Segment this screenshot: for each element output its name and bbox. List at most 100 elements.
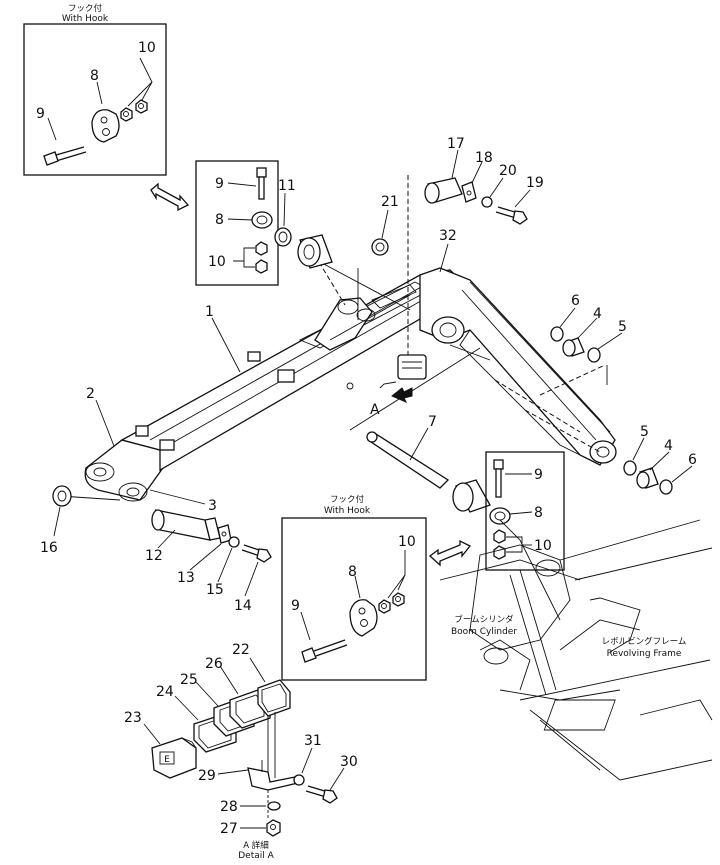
lamp-on-boom bbox=[379, 354, 427, 389]
boom-cylinder-en: Boom Cylinder bbox=[451, 627, 517, 637]
callout-23: 23 bbox=[124, 710, 142, 726]
nuts-10-set bbox=[255, 241, 268, 274]
inset-pin-set bbox=[195, 160, 279, 286]
pin-7 bbox=[366, 431, 450, 489]
lock-plate-18 bbox=[461, 181, 477, 203]
pin-17 bbox=[424, 177, 463, 204]
inset-middle-en: With Hook bbox=[324, 506, 371, 516]
callout-4-upper: 4 bbox=[593, 306, 602, 322]
callout-9-right: 9 bbox=[534, 467, 543, 483]
bolt-9-middle bbox=[301, 639, 348, 663]
bolt-9-set bbox=[256, 167, 267, 200]
pin-12 bbox=[151, 509, 221, 541]
callout-9-middle: 9 bbox=[291, 598, 300, 614]
washer-15 bbox=[228, 536, 240, 548]
callout-28: 28 bbox=[220, 799, 238, 815]
callout-20: 20 bbox=[499, 163, 517, 179]
inset-top-left: フック付 With Hook bbox=[23, 3, 167, 176]
callout-numbers: 10 8 9 9 8 10 11 21 17 18 20 19 32 6 4 5… bbox=[36, 40, 697, 837]
callout-10-middle: 10 bbox=[398, 534, 416, 550]
callout-19: 19 bbox=[526, 175, 544, 191]
nuts-10-middle bbox=[378, 592, 405, 614]
revolving-frame-en: Revolving Frame bbox=[607, 649, 682, 659]
callout-25: 25 bbox=[180, 672, 198, 688]
callout-10-set: 10 bbox=[208, 254, 226, 270]
callout-24: 24 bbox=[156, 684, 174, 700]
inset-top-left-en: With Hook bbox=[62, 14, 109, 24]
callout-30: 30 bbox=[340, 754, 358, 770]
callout-9-inset: 9 bbox=[36, 106, 45, 122]
callout-16: 16 bbox=[40, 540, 58, 556]
double-arrow-top bbox=[150, 182, 190, 212]
hook-plate-8-middle bbox=[349, 599, 378, 637]
detail-a: E bbox=[143, 657, 345, 861]
callout-4-lower: 4 bbox=[664, 438, 673, 454]
collar-8-set bbox=[251, 211, 273, 229]
view-arrow-a: A bbox=[370, 387, 413, 418]
callout-21: 21 bbox=[381, 194, 399, 210]
bushing-11 bbox=[274, 227, 292, 247]
revolving-frame-jp: レボルビングフレーム bbox=[602, 636, 687, 647]
washer-31 bbox=[293, 774, 305, 786]
lamp-glyph: E bbox=[164, 755, 170, 765]
right-parts-lower bbox=[623, 460, 673, 495]
boom-assembly bbox=[84, 267, 617, 502]
revolving-frame-sketch bbox=[439, 519, 713, 781]
callout-9-set: 9 bbox=[215, 176, 224, 192]
inset-middle-jp: フック付 bbox=[330, 494, 365, 505]
callout-13: 13 bbox=[177, 570, 195, 586]
bolt-30 bbox=[305, 785, 338, 804]
callout-11: 11 bbox=[278, 178, 296, 194]
callout-17: 17 bbox=[447, 136, 465, 152]
boom-cylinder-jp: ブームシリンダ bbox=[454, 614, 514, 625]
inset-pin-set-right bbox=[485, 451, 565, 571]
pin-sleeve-upper bbox=[297, 234, 333, 269]
washer-21 bbox=[371, 238, 389, 256]
callout-2: 2 bbox=[86, 386, 95, 402]
callout-3: 3 bbox=[208, 498, 217, 514]
callout-10-inset: 10 bbox=[138, 40, 156, 56]
callout-6-upper: 6 bbox=[571, 293, 580, 309]
bolt-9-inset bbox=[43, 146, 87, 166]
callout-14: 14 bbox=[234, 598, 252, 614]
callout-27: 27 bbox=[220, 821, 238, 837]
callout-18: 18 bbox=[475, 150, 493, 166]
lamp-23: E bbox=[151, 737, 197, 779]
callout-5-lower: 5 bbox=[640, 424, 649, 440]
hook-plate-8-inset bbox=[91, 109, 120, 143]
double-arrow-mid bbox=[428, 539, 472, 567]
callout-15: 15 bbox=[206, 582, 224, 598]
washer-16 bbox=[52, 485, 72, 507]
callout-29: 29 bbox=[198, 768, 216, 784]
inset-middle: フック付 With Hook bbox=[281, 494, 427, 681]
callout-32: 32 bbox=[439, 228, 457, 244]
callout-8-inset: 8 bbox=[90, 68, 99, 84]
callout-8-set: 8 bbox=[215, 212, 224, 228]
nuts-10-inset bbox=[120, 99, 148, 122]
callout-8-right: 8 bbox=[534, 505, 543, 521]
callout-22: 22 bbox=[232, 642, 250, 658]
callout-6-lower: 6 bbox=[688, 452, 697, 468]
washer-28 bbox=[267, 801, 281, 811]
callout-1: 1 bbox=[205, 304, 214, 320]
detail-a-en: Detail A bbox=[238, 851, 274, 861]
detail-a-jp: A 詳細 bbox=[243, 840, 269, 851]
callout-8-middle: 8 bbox=[348, 564, 357, 580]
pin-sleeve-lower bbox=[452, 479, 491, 513]
callout-7: 7 bbox=[428, 414, 437, 430]
inset-top-left-jp: フック付 bbox=[68, 3, 103, 14]
view-marker-a: A bbox=[370, 402, 380, 418]
right-parts-upper bbox=[550, 326, 601, 363]
bolt-14 bbox=[241, 544, 272, 563]
callout-26: 26 bbox=[205, 656, 223, 672]
washer-20 bbox=[481, 196, 493, 208]
callout-10-right: 10 bbox=[534, 538, 552, 554]
nut-27 bbox=[266, 819, 281, 837]
bolt-19 bbox=[495, 206, 528, 225]
housing-22 bbox=[257, 679, 291, 717]
callout-5-upper: 5 bbox=[618, 319, 627, 335]
callout-31: 31 bbox=[304, 733, 322, 749]
callout-12: 12 bbox=[145, 548, 163, 564]
